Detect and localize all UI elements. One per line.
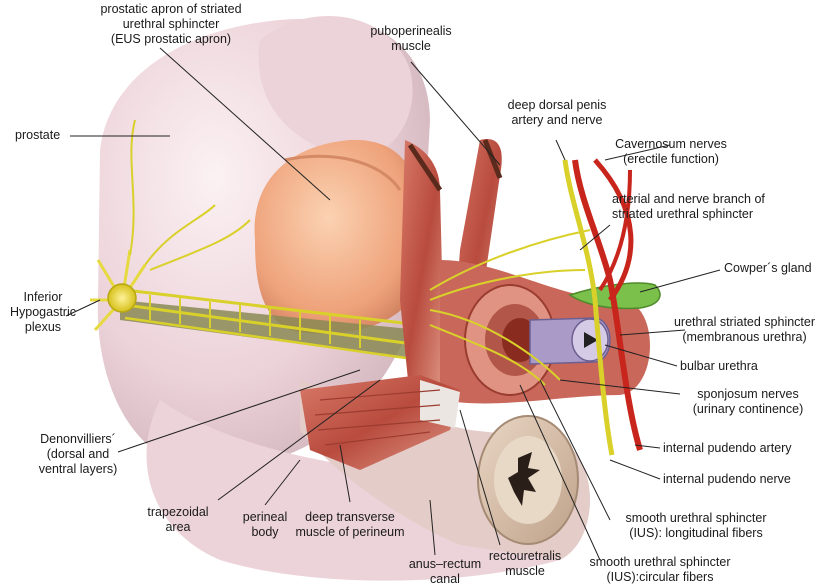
label-deep-dorsal-penis: deep dorsal penis artery and nerve <box>507 98 607 127</box>
label-internal-pudendo-nerve: internal pudendo nerve <box>663 472 791 486</box>
label-rectouretralis-muscle: rectouretralis muscle <box>488 549 562 578</box>
label-cavernosum-nerves: Cavernosum nerves (erectile function) <box>615 137 727 166</box>
label-prostate: prostate <box>15 128 61 142</box>
label-sponjosum-nerves: sponjosum nerves (urinary continence) <box>692 387 804 416</box>
label-perineal-body: perineal body <box>242 510 288 539</box>
label-cowpers-gland: Cowper´s gland <box>724 261 812 275</box>
label-smooth-sphincter-circular: smooth urethral sphincter (IUS):circular… <box>589 555 731 584</box>
arteries <box>572 158 643 451</box>
label-puboperinealis-muscle: puboperinealis muscle <box>370 24 452 53</box>
label-trapezoidal-area: trapezoidal area <box>147 505 209 534</box>
label-urethral-striated-sphincter: urethral striated sphincter (membranous … <box>673 315 816 344</box>
label-denonvilliers: Denonvilliers´ (dorsal and ventral layer… <box>38 432 118 476</box>
label-prostatic-apron: prostatic apron of striated urethral sph… <box>100 2 242 46</box>
label-smooth-sphincter-longitudinal: smooth urethral sphincter (IUS): longitu… <box>625 511 767 540</box>
label-bulbar-urethra: bulbar urethra <box>680 359 758 373</box>
label-arterial-nerve-branch: arterial and nerve branch of striated ur… <box>612 192 765 221</box>
pelvic-nerves <box>429 159 615 456</box>
label-inferior-hypogastric-plexus: Inferior Hypogastric plexus <box>10 290 76 334</box>
label-deep-transverse-muscle: deep transverse muscle of perineum <box>295 510 405 539</box>
hypogastric-plexus-nerves <box>90 119 421 362</box>
leader-lines <box>65 47 721 561</box>
label-anus-rectum-canal: anus–rectum canal <box>408 557 482 586</box>
label-internal-pudendo-artery: internal pudendo artery <box>663 441 792 455</box>
prostate-organ <box>254 139 419 334</box>
